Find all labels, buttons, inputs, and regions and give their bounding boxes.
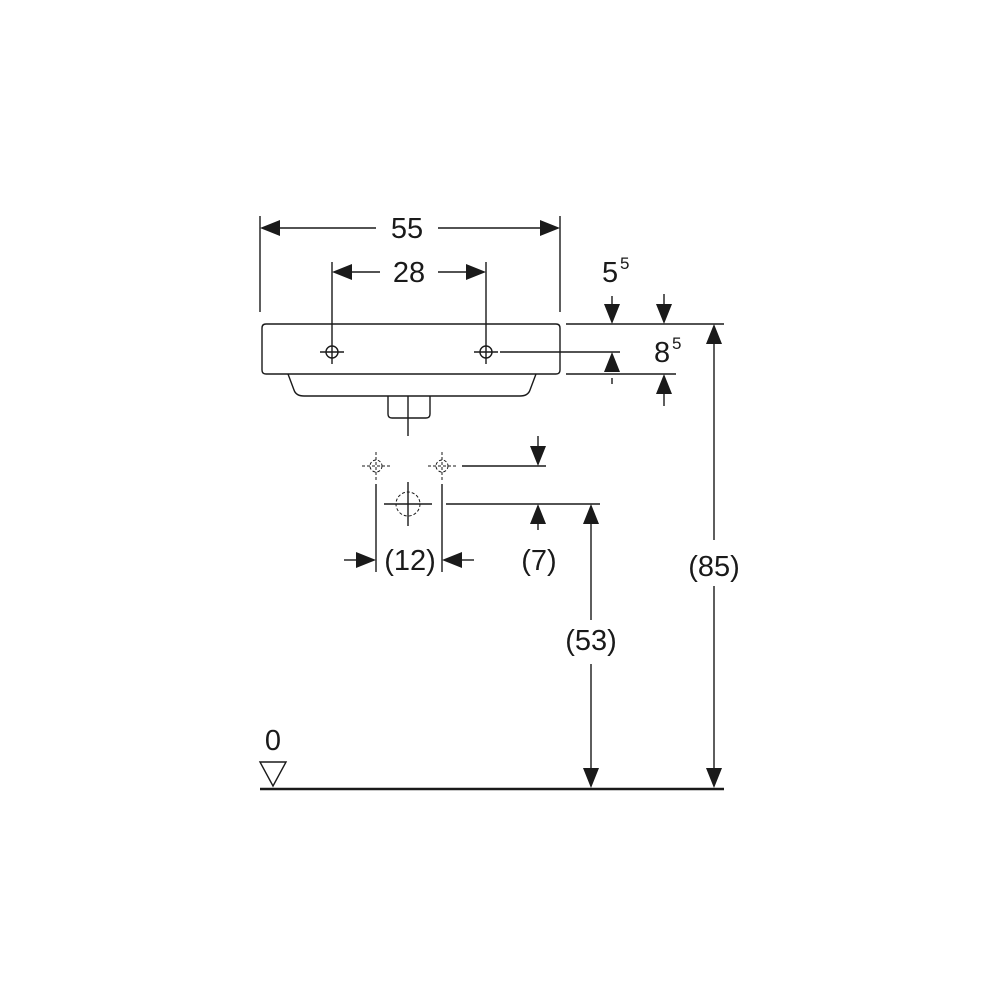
supply-connection-right — [428, 452, 456, 480]
dimension-waste-height-53 — [583, 504, 599, 788]
dimension-rim-5-5 — [604, 296, 620, 384]
label-width-55: 55 — [391, 213, 423, 245]
label-overflow-8: 8 — [654, 337, 670, 369]
supply-extension-lines — [375, 465, 600, 572]
rim-extension-lines — [500, 323, 724, 375]
dimension-supply-offset-7 — [530, 436, 546, 530]
label-supply-offset-7: (7) — [521, 545, 556, 577]
label-waste-height-53: (53) — [565, 625, 617, 657]
label-tap-spacing-28: 28 — [393, 257, 425, 289]
label-floor-level-0: 0 — [265, 725, 281, 757]
label-rim-height-85: (85) — [688, 551, 740, 583]
waste-connection — [384, 482, 432, 526]
washbasin-outline — [261, 323, 561, 436]
floor-level-symbol — [258, 761, 288, 788]
label-rim-5-superscript: 5 — [620, 254, 629, 273]
dimension-rim-height-85 — [706, 324, 722, 788]
dimension-overflow-8-5 — [656, 294, 672, 406]
dimension-width-55 — [259, 216, 561, 312]
label-supply-spacing-12: (12) — [384, 545, 436, 577]
label-rim-5: 5 — [602, 257, 618, 289]
dimension-supply-spacing-12 — [344, 552, 474, 568]
supply-connection-left — [362, 452, 390, 480]
dimension-tap-spacing-28 — [331, 262, 487, 340]
tap-hole-right — [474, 340, 498, 364]
label-overflow-8-superscript: 5 — [672, 334, 681, 353]
tap-hole-left — [320, 340, 344, 364]
